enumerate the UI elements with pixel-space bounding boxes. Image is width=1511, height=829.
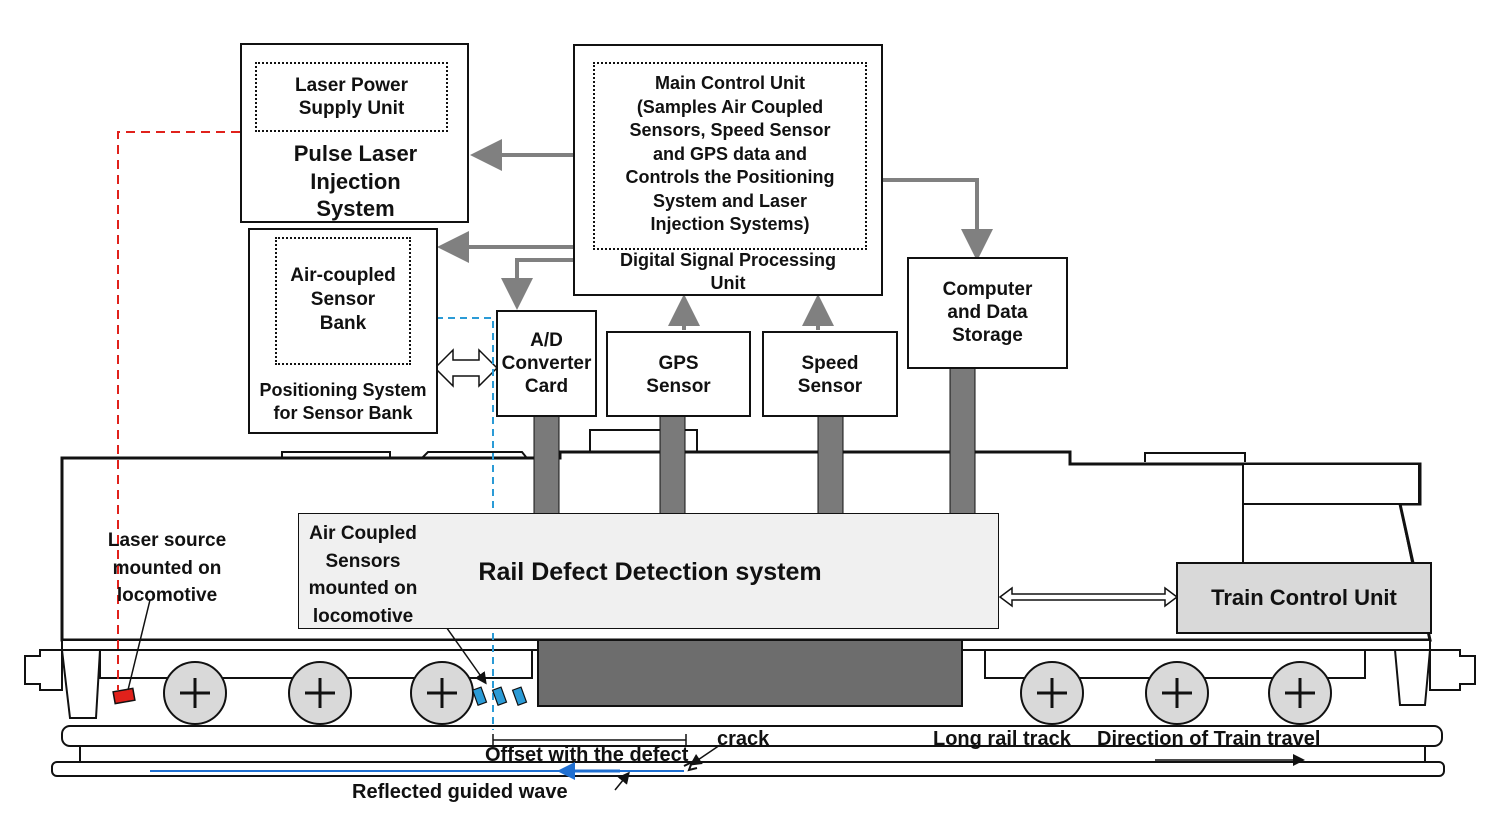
wheel-plus-icon	[163, 661, 1332, 725]
reflected-wave-label: Reflected guided wave	[352, 781, 568, 803]
main-control-box	[573, 44, 883, 296]
offset-bracket	[492, 734, 687, 746]
offset-label: Offset with the defect	[485, 744, 689, 766]
gps-label: GPS Sensor	[646, 353, 711, 398]
train-control-box	[1176, 562, 1432, 634]
crack-label: crack	[717, 728, 770, 750]
rdd-panel	[298, 513, 999, 629]
direction-label: Direction of Train travel	[1097, 728, 1321, 750]
pulse-laser-label: Pulse Laser Injection System	[293, 141, 418, 222]
laser-power-label: Laser Power Supply Unit	[295, 75, 408, 120]
air-bank-label: Air-coupled Sensor Bank	[290, 265, 396, 334]
front-coupler	[24, 649, 102, 719]
main-control-label: Main Control Unit (Samples Air Coupled S…	[625, 73, 835, 235]
computer-box	[907, 257, 1068, 369]
laser-signal-line	[117, 131, 240, 690]
air-sensors-label: Air Coupled Sensors mounted on locomotiv…	[308, 523, 418, 627]
rail-track	[51, 725, 1445, 777]
crack-icon	[683, 759, 698, 772]
laser-power-box	[255, 62, 448, 132]
pulse-laser-box	[240, 43, 469, 223]
train-control-label: Train Control Unit	[1211, 585, 1397, 610]
ad-card-box	[496, 310, 597, 417]
connection-pillars	[533, 367, 976, 515]
long-rail-label: Long rail track	[933, 728, 1071, 750]
positioning-box	[248, 228, 438, 434]
computer-label: Computer and Data Storage	[942, 279, 1033, 347]
positioning-label: Positioning System for Sensor Bank	[259, 380, 427, 423]
ad-card-label: A/D Converter Card	[501, 330, 592, 398]
fuel-tank	[537, 639, 963, 707]
cab-window	[1242, 463, 1420, 505]
rdd-label: Rail Defect Detection system	[478, 558, 822, 586]
speed-label: Speed Sensor	[797, 353, 863, 398]
air-bank-box	[275, 237, 411, 365]
dsp-label: Digital Signal Processing Unit	[619, 250, 837, 294]
laser-source-label: Laser source mounted on locomotive	[107, 530, 227, 607]
main-control-inner	[593, 62, 867, 250]
speed-box	[762, 331, 898, 417]
laser-pointer-line	[127, 599, 151, 691]
rear-coupler	[1393, 649, 1476, 706]
data-flow-arrows	[437, 139, 993, 330]
gps-box	[606, 331, 751, 417]
sensor-signal-line	[436, 317, 494, 730]
